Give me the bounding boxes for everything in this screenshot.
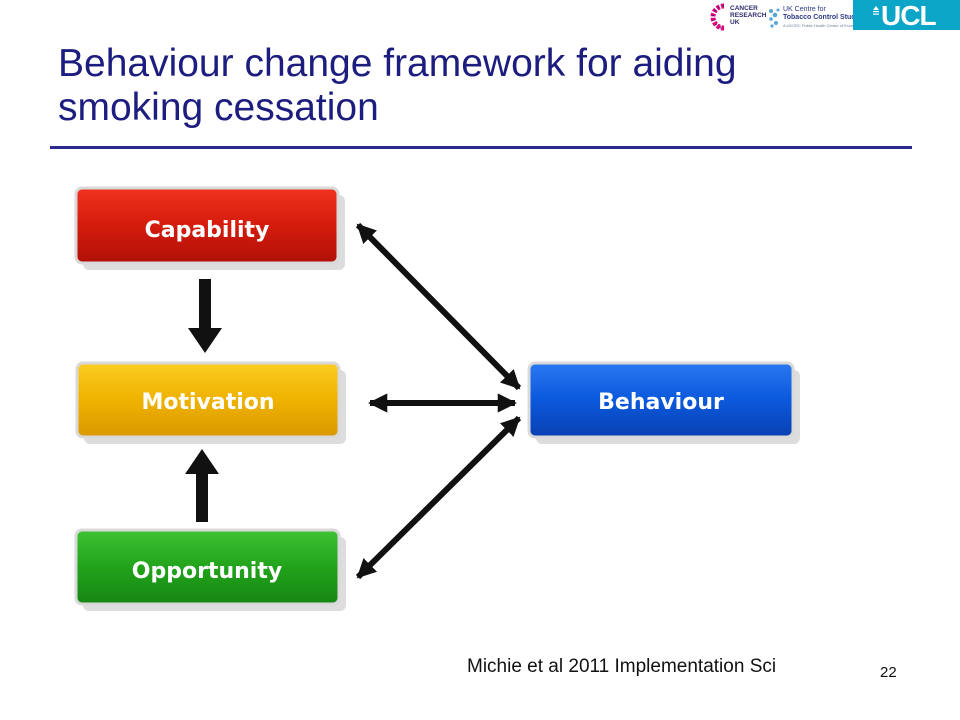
slide-title: Behaviour change framework for aiding sm… <box>58 42 858 130</box>
node-motivation: Motivation <box>75 361 346 444</box>
arrow-capability-to-motivation <box>188 279 222 353</box>
title-divider <box>50 146 912 149</box>
arrow-opportunity-behaviour <box>355 415 522 580</box>
tobacco-control-studies-logo <box>769 8 780 28</box>
tcs-line: UK Centre for <box>783 6 826 13</box>
node-opportunity: Opportunity <box>74 528 346 611</box>
node-label: Opportunity <box>132 559 282 584</box>
tcs-line: A UKCRC Public Health Centre of Excellen… <box>783 23 864 28</box>
page-number: 22 <box>880 664 897 681</box>
node-label: Capability <box>145 218 270 243</box>
tcs-text: UK Centre for Tobacco Control Studies A … <box>783 6 865 30</box>
node-behaviour: Behaviour <box>527 361 800 444</box>
ucl-logo: UCL <box>853 0 960 30</box>
citation: Michie et al 2011 Implementation Sci <box>467 656 777 677</box>
cruk-text: CANCER RESEARCH UK <box>730 5 766 26</box>
arrow-opportunity-to-motivation <box>185 449 219 522</box>
ucl-portico-icon <box>873 6 879 15</box>
node-label: Motivation <box>141 390 274 415</box>
tcs-line: Tobacco Control Studies <box>783 14 866 21</box>
slide-title-line-2: smoking cessation <box>58 86 379 129</box>
ucl-wordmark: UCL <box>881 0 937 31</box>
cruk-line: UK <box>730 19 740 26</box>
slide-title-line-1: Behaviour change framework for aiding <box>58 42 737 85</box>
cruk-line: CANCER <box>730 5 758 12</box>
node-label: Behaviour <box>598 390 724 415</box>
cruk-line: RESEARCH <box>730 12 767 19</box>
cancer-research-uk-logo <box>710 3 725 31</box>
arrow-capability-behaviour <box>355 222 522 391</box>
node-capability: Capability <box>74 186 345 270</box>
